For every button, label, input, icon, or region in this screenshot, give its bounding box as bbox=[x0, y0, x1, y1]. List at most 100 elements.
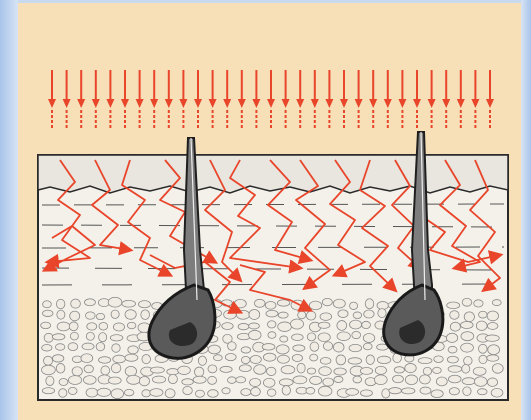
fat-cell bbox=[374, 375, 387, 385]
fat-cell bbox=[141, 310, 150, 320]
fat-cell bbox=[353, 312, 362, 319]
fat-cell bbox=[449, 388, 459, 395]
fat-cell bbox=[127, 375, 141, 384]
down-arrow-icon bbox=[442, 70, 450, 128]
fat-cell bbox=[249, 323, 260, 329]
fat-cell bbox=[56, 363, 65, 373]
fat-cell bbox=[110, 335, 123, 341]
fat-cell bbox=[464, 356, 473, 365]
fat-cell bbox=[222, 323, 233, 330]
fat-cell bbox=[99, 322, 108, 330]
down-arrow-icon bbox=[428, 70, 436, 128]
fat-cell bbox=[82, 343, 94, 350]
fat-cell bbox=[292, 334, 304, 340]
fat-cell bbox=[460, 321, 473, 328]
fat-cell bbox=[461, 343, 474, 352]
fat-cell bbox=[249, 330, 261, 339]
fat-cell bbox=[423, 367, 431, 375]
fat-cell bbox=[111, 389, 123, 399]
fat-cell bbox=[267, 321, 276, 328]
fat-cell bbox=[336, 355, 346, 365]
fat-cell bbox=[346, 389, 359, 396]
fat-cell bbox=[52, 355, 63, 362]
fat-cell bbox=[405, 375, 417, 385]
fat-cell bbox=[138, 301, 150, 308]
fat-cell bbox=[254, 365, 266, 375]
fat-cell bbox=[279, 379, 293, 386]
fat-cell bbox=[241, 389, 251, 396]
fat-cell bbox=[97, 388, 111, 396]
fat-cell bbox=[71, 299, 81, 308]
down-arrow-icon bbox=[457, 70, 465, 128]
fat-cell bbox=[320, 357, 331, 364]
fat-cell bbox=[405, 363, 416, 372]
fat-cell bbox=[124, 389, 134, 395]
down-arrow-icon bbox=[63, 70, 71, 128]
fat-cell bbox=[225, 354, 236, 361]
fat-cell bbox=[350, 302, 358, 309]
down-arrow-icon bbox=[398, 70, 406, 128]
fat-cell bbox=[57, 322, 70, 331]
fat-cell bbox=[194, 367, 203, 377]
fat-cell bbox=[228, 342, 237, 351]
fat-cell bbox=[278, 322, 292, 331]
fat-cell bbox=[42, 388, 54, 394]
fat-cell bbox=[333, 342, 344, 352]
fat-cell bbox=[420, 387, 431, 394]
fat-cell bbox=[377, 356, 390, 363]
fat-cell bbox=[266, 310, 278, 317]
fat-cell bbox=[278, 312, 288, 318]
fat-cell bbox=[68, 387, 77, 394]
fat-cell bbox=[68, 343, 78, 351]
fat-cell bbox=[363, 333, 374, 342]
fat-cell bbox=[364, 310, 374, 318]
fat-cell bbox=[183, 386, 193, 394]
fat-cell bbox=[320, 313, 332, 321]
fat-cell bbox=[448, 375, 461, 383]
fat-cell bbox=[234, 299, 246, 308]
fat-cell bbox=[366, 355, 374, 365]
down-arrow-icon bbox=[106, 70, 114, 128]
fat-cell bbox=[323, 378, 334, 386]
fat-cell bbox=[488, 345, 500, 355]
fat-cell bbox=[338, 310, 348, 318]
fat-cell bbox=[293, 376, 307, 384]
fat-cell bbox=[142, 390, 151, 397]
fat-cell bbox=[394, 367, 404, 373]
fat-cell bbox=[461, 332, 474, 341]
fat-cell bbox=[41, 322, 51, 329]
fat-cell bbox=[492, 300, 501, 306]
fat-cell bbox=[349, 344, 362, 351]
fat-cell bbox=[318, 333, 330, 342]
fat-cell bbox=[487, 311, 499, 321]
fat-cell bbox=[282, 386, 290, 396]
down-arrow-icon bbox=[486, 70, 494, 128]
down-arrow-icon bbox=[48, 70, 56, 128]
fat-cell bbox=[377, 302, 389, 310]
down-arrow-icon bbox=[311, 70, 319, 128]
fat-cell bbox=[318, 386, 332, 396]
fat-cell bbox=[479, 355, 487, 363]
fat-cell bbox=[474, 300, 483, 307]
down-arrow-icon bbox=[325, 70, 333, 128]
down-arrow-icon bbox=[355, 70, 363, 128]
fat-cell bbox=[290, 319, 303, 329]
fat-cell bbox=[322, 298, 332, 305]
fat-cell bbox=[353, 376, 362, 383]
fat-cell bbox=[478, 344, 487, 353]
fat-cell bbox=[360, 368, 372, 375]
fat-cell bbox=[297, 363, 305, 373]
fat-cell bbox=[56, 299, 64, 309]
fat-cell bbox=[83, 376, 96, 385]
fat-cell bbox=[195, 390, 204, 397]
fat-cell bbox=[113, 355, 126, 363]
fat-cell bbox=[334, 368, 346, 375]
fat-cell bbox=[450, 311, 459, 320]
down-arrow-icon bbox=[369, 70, 377, 128]
fat-cell bbox=[263, 353, 276, 361]
fat-cell bbox=[236, 377, 246, 383]
down-arrow-icon bbox=[471, 70, 479, 128]
fat-cell bbox=[474, 377, 487, 387]
fat-cell bbox=[487, 378, 497, 387]
fat-cell bbox=[277, 300, 289, 307]
